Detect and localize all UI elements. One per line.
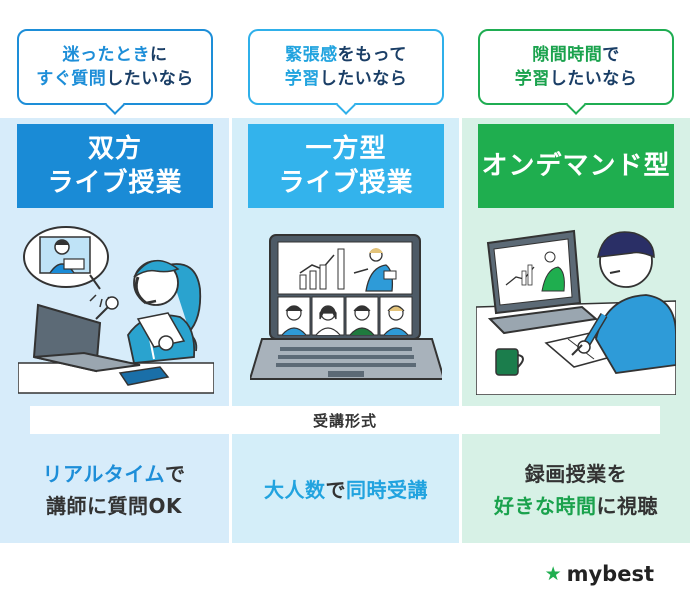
speech-bubble-1: 迷ったときに すぐ質問したいなら [17, 29, 213, 115]
description-text: で [325, 478, 346, 502]
description-live-interactive: リアルタイムで 講師に質問OK [0, 452, 228, 528]
bubble-2-text: をもって [337, 45, 407, 65]
description-highlight: リアルタイム [42, 462, 165, 486]
bubble-2-highlight: 学習 [284, 69, 320, 89]
bubble-1-highlight: 迷ったとき [62, 45, 150, 65]
title-line: オンデマンド型 [481, 151, 671, 181]
speech-bubble-2: 緊張感をもって 学習したいなら [248, 29, 444, 115]
bubble-tail [105, 95, 125, 115]
bubble-3-text: で [602, 45, 620, 65]
description-text: 録画授業を [524, 462, 628, 486]
bubble-1-text: したいなら [106, 69, 194, 89]
bubble-1-text: に [150, 45, 168, 65]
description-highlight: 同時受講 [346, 478, 428, 502]
description-highlight: 好きな時間 [494, 494, 597, 518]
bubble-3-highlight: 学習 [514, 69, 550, 89]
title-on-demand: オンデマンド型 [478, 124, 674, 208]
description-live-oneway: 大人数で同時受講 [232, 452, 460, 528]
description-text: に視聴 [596, 494, 658, 518]
bubble-tail [566, 95, 586, 115]
bubble-2-text: したいなら [319, 69, 408, 89]
bubble-3-highlight: 隙間時間 [532, 45, 603, 65]
title-live-interactive: 双方 ライブ授業 [17, 124, 213, 208]
bubble-1-highlight: すぐ質問 [36, 69, 107, 89]
laptop-webinar-illustration [250, 234, 442, 380]
description-highlight: 大人数 [264, 478, 326, 502]
boy-laptop-illustration [476, 229, 676, 395]
description-text: で [164, 462, 186, 486]
format-label: 受講形式 [30, 406, 660, 434]
title-line: ライブ授業 [278, 168, 414, 198]
student-headset-illustration [18, 226, 214, 394]
description-on-demand: 録画授業を 好きな時間に視聴 [462, 452, 690, 528]
bubble-tail [336, 95, 356, 115]
star-icon: ★ [544, 563, 562, 585]
title-line: 一方型 [305, 134, 387, 164]
title-line: ライブ授業 [47, 168, 183, 198]
title-line: 双方 [87, 134, 142, 164]
mybest-logo: ★ mybest [545, 562, 654, 586]
bubble-3-text: したいなら [549, 69, 638, 89]
bubble-2-highlight: 緊張感 [285, 45, 338, 65]
logo-text: mybest [566, 562, 654, 586]
description-text: 講師に質問OK [46, 494, 182, 518]
speech-bubble-3: 隙間時間で 学習したいなら [478, 29, 674, 115]
title-live-oneway: 一方型 ライブ授業 [248, 124, 444, 208]
